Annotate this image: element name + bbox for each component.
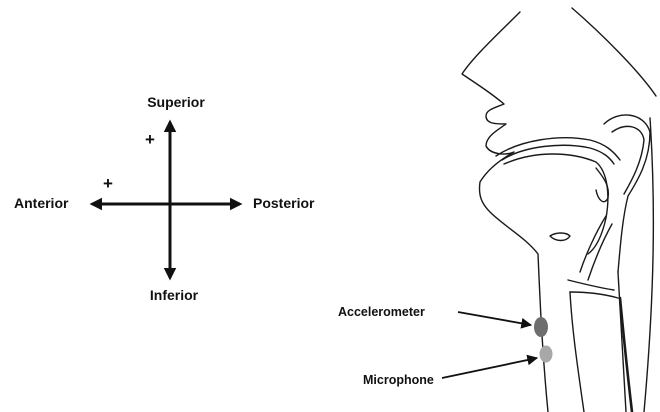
palate [496, 138, 620, 160]
sensors: Accelerometer Microphone [338, 305, 553, 387]
microphone-label: Microphone [363, 373, 434, 387]
esophagus [620, 298, 632, 412]
epiglottis-inner [588, 224, 612, 280]
head-neck-outline [462, 8, 656, 412]
accelerometer-sensor [534, 317, 548, 337]
inferior-label: Inferior [150, 287, 199, 303]
tongue [504, 154, 608, 254]
positive-anterior-sign: + [103, 174, 113, 193]
superior-label: Superior [147, 94, 205, 110]
microphone-sensor [540, 346, 553, 363]
pharyngeal-wall-inner [612, 126, 644, 194]
trachea [570, 292, 584, 412]
velum [596, 168, 608, 202]
posterior-label: Posterior [253, 195, 315, 211]
vocal-fold-line [570, 292, 618, 298]
orientation-compass: Superior Inferior Anterior Posterior + + [14, 94, 315, 303]
positive-superior-sign: + [145, 130, 155, 149]
laryngeal-vestibule [568, 280, 614, 290]
anterior-label: Anterior [14, 195, 69, 211]
microphone-pointer [442, 358, 537, 378]
accelerometer-label: Accelerometer [338, 305, 425, 319]
hyoid [550, 233, 570, 241]
posterior-head-outline [572, 8, 656, 96]
face-profile [462, 12, 548, 412]
accelerometer-pointer [458, 312, 531, 325]
